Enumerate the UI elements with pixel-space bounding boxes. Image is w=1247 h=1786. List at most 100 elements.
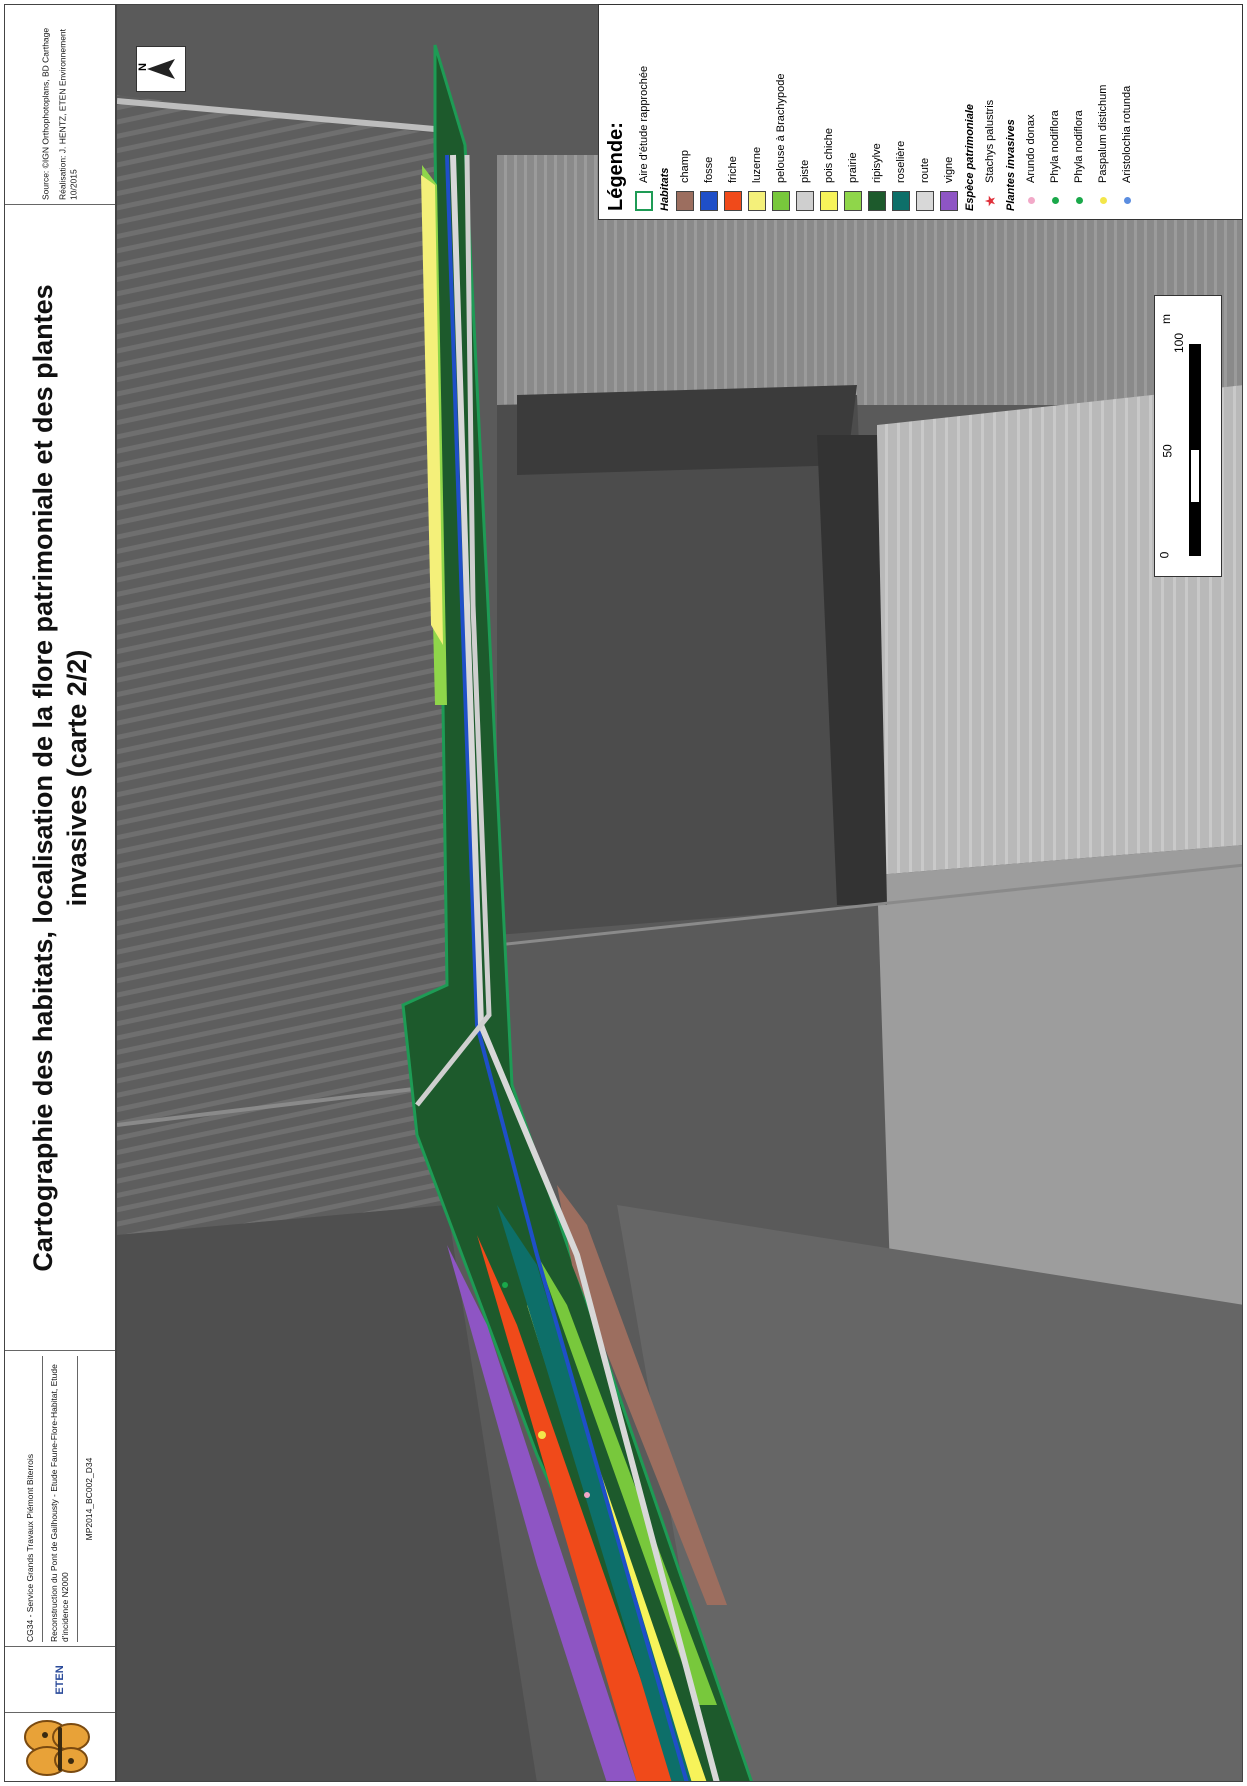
legend-label: Phyla nodiflora: [1049, 110, 1061, 183]
legend-title: Légende:: [605, 122, 627, 211]
client-text: CG34 - Service Grands Travaux Piémont Bi…: [25, 1355, 43, 1642]
legend-swatch: [772, 191, 790, 211]
legend-item: vigne: [937, 15, 961, 211]
road-north: [117, 98, 458, 134]
legend-item: friche: [721, 15, 745, 211]
heritage-heading: Espèce patrimoniale: [964, 104, 976, 211]
study-area-label: Aire d'étude rapprochée: [638, 65, 650, 183]
legend-item: Arundo donax: [1019, 15, 1043, 211]
legend-swatch: [676, 191, 694, 211]
source-cell: Source: ©IGN Orthophotoplans, BD Carthag…: [5, 5, 115, 205]
scale-bar: m 0 50 100: [1154, 295, 1222, 577]
field-east-pale: [877, 385, 1242, 875]
track-west: [117, 1083, 448, 1127]
dot-icon: [1075, 197, 1083, 204]
legend-swatch: [916, 191, 934, 211]
study-area-swatch: [635, 191, 653, 211]
scale-label-100: 100: [1172, 332, 1187, 354]
legend-item: Paspalum distichum: [1091, 15, 1115, 211]
legend-label: route: [919, 157, 931, 183]
dot-icon: [1051, 197, 1059, 204]
title-cell: Cartographie des habitats, localisation …: [5, 205, 115, 1351]
legend-item: pois chiche: [817, 15, 841, 211]
legend-label: pelouse à Brachypode: [775, 73, 787, 183]
scale-label-50: 50: [1160, 444, 1175, 458]
legend-label: Phyla nodiflora: [1073, 110, 1085, 183]
title-block: Source: ©IGN Orthophotoplans, BD Carthag…: [4, 4, 116, 1782]
legend-label: friche: [727, 156, 739, 183]
legend-item: piste: [793, 15, 817, 211]
legend-item: route: [913, 15, 937, 211]
legend-label: champ: [679, 149, 691, 183]
habitat-piste: [415, 154, 492, 1107]
legend-swatch: [844, 191, 862, 211]
butterfly-icon: [24, 1720, 90, 1776]
scale-bar-graphic: [1189, 344, 1201, 556]
project-cell: CG34 - Service Grands Travaux Piémont Bi…: [5, 1351, 115, 1647]
scale-label-0: 0: [1157, 551, 1172, 559]
field-south: [617, 1205, 1242, 1781]
habitat-pelouse: [537, 1255, 717, 1705]
project-text: Reconstruction du Pont de Gailhousty - E…: [49, 1355, 78, 1642]
legend-swatch: [940, 191, 958, 211]
star-icon: ★: [981, 194, 998, 208]
track-east: [496, 863, 1242, 947]
invasive-list: Arundo donax Phyla nodiflora Phyla nodiflo…: [1019, 15, 1139, 211]
legend-item: pelouse à Brachypode: [769, 15, 793, 211]
aerial-map[interactable]: [116, 4, 1243, 1782]
eten-logo-text: ETEN: [54, 1664, 66, 1695]
dot-icon: [1123, 197, 1131, 204]
point-arundo-donax[interactable]: [584, 1492, 590, 1498]
legend: Légende: Aire d'étude rapprochée Habitat…: [598, 4, 1243, 220]
legend-swatch: [868, 191, 886, 211]
hedgerow-east: [817, 435, 887, 905]
legend-label: pois chiche: [823, 127, 835, 183]
legend-swatch: [796, 191, 814, 211]
scale-unit: m: [1159, 314, 1173, 324]
legend-label: luzerne: [751, 146, 763, 183]
legend-item: prairie: [841, 15, 865, 211]
habitats-heading: Habitats: [659, 167, 671, 211]
legend-label: Paspalum distichum: [1097, 84, 1109, 183]
field-west-north: [117, 95, 447, 1235]
field-east-center: [497, 395, 877, 935]
field-west-south: [117, 1205, 537, 1781]
map-title: Cartographie des habitats, localisation …: [28, 283, 92, 1272]
heritage-list: ★ Stachys palustris: [978, 15, 1002, 211]
legend-label: fosse: [703, 156, 715, 183]
realisation-text: Réalisation: J. HENTZ, ETEN Environnemen…: [57, 28, 79, 200]
legend-item: ★ Stachys palustris: [978, 15, 1002, 211]
legend-label: piste: [799, 159, 811, 183]
habitat-champ: [557, 1185, 727, 1605]
point-paspalum-distichum[interactable]: [538, 1431, 546, 1439]
north-label: N: [136, 63, 149, 71]
legend-item: fosse: [697, 15, 721, 211]
source-credits: Source: ©IGN Orthophotoplans, BD Carthag…: [41, 10, 80, 200]
habitat-luzerne-north: [421, 175, 443, 645]
legend-item: Phyla nodiflora: [1067, 15, 1091, 211]
north-arrow-icon: [147, 59, 175, 79]
legend-swatch: [724, 191, 742, 211]
legend-swatch: [748, 191, 766, 211]
habitat-vigne: [447, 1245, 637, 1781]
legend-content: Légende: Aire d'étude rapprochée Habitat…: [599, 5, 1244, 221]
habitat-friche: [477, 1235, 677, 1781]
habitat-list: champ fosse friche luzerne pelouse à Brachyp…: [673, 15, 961, 211]
dot-icon: [1099, 197, 1107, 204]
point-phyla-nodiflora[interactable]: [502, 1282, 508, 1288]
legend-label: prairie: [847, 152, 859, 183]
legend-item: ripisylve: [865, 15, 889, 211]
map-canvas: [117, 5, 1242, 1781]
legend-item: champ: [673, 15, 697, 211]
legend-label: vigne: [943, 156, 955, 183]
habitat-roseliere: [497, 1205, 692, 1781]
reference-text: MP2014_BC002_D34: [84, 1457, 94, 1540]
legend-study-area: Aire d'étude rapprochée: [632, 15, 656, 211]
legend-label: ripisylve: [871, 143, 883, 183]
legend-label: Stachys palustris: [984, 99, 996, 183]
project-info: CG34 - Service Grands Travaux Piémont Bi…: [25, 1355, 95, 1642]
legend-swatch: [700, 191, 718, 211]
dot-icon: [1027, 197, 1035, 204]
legend-label: Aristolochia rotunda: [1121, 85, 1133, 183]
legend-swatch: [892, 191, 910, 211]
